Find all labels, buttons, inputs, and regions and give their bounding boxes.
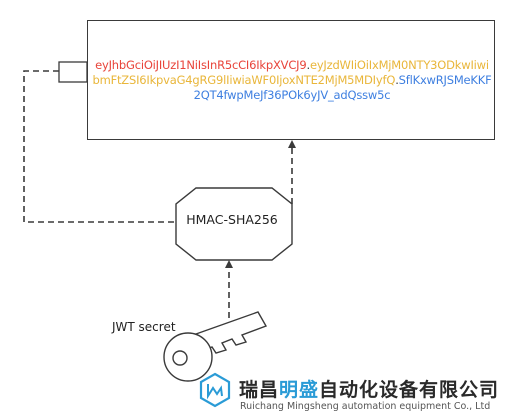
company-logo-icon	[199, 372, 231, 408]
jwt-payload-segment: eyJzdWIiOiIxMjM0NTY3ODkwIiwibmFtZSI6Ikpv…	[92, 58, 489, 87]
jwt-token-text: eyJhbGciOiJIUzI1NiIsInR5cCI6IkpXVCJ9.eyJ…	[92, 58, 492, 103]
jwt-token-box	[87, 20, 495, 140]
jwt-signature-segment: SflKxwRJSMeKKF2QT4fwpMeJf36POk6yJV_adQss…	[193, 73, 492, 102]
hmac-node	[175, 187, 293, 261]
key-icon	[163, 311, 268, 382]
company-name-part: 自动化设备有限公司	[319, 379, 500, 401]
jwt-header-segment: eyJhbGciOiJIUzI1NiIsInR5cCI6IkpXVCJ9	[95, 58, 307, 72]
jwt-dot-separator: .	[306, 58, 310, 72]
token-to-hmac-connector	[23, 70, 176, 223]
company-name-en: Ruichang Mingsheng automation equipment …	[240, 401, 491, 412]
company-name-cn: 瑞昌明盛自动化设备有限公司	[239, 375, 499, 402]
hmac-label: HMAC-SHA256	[186, 212, 278, 227]
token-connector-tab	[58, 61, 88, 83]
company-name-part: 瑞昌	[239, 379, 280, 401]
company-name-highlight: 明盛	[279, 379, 320, 401]
jwt-dot-separator: .	[395, 73, 399, 87]
jwt-secret-label: JWT secret	[112, 320, 176, 334]
